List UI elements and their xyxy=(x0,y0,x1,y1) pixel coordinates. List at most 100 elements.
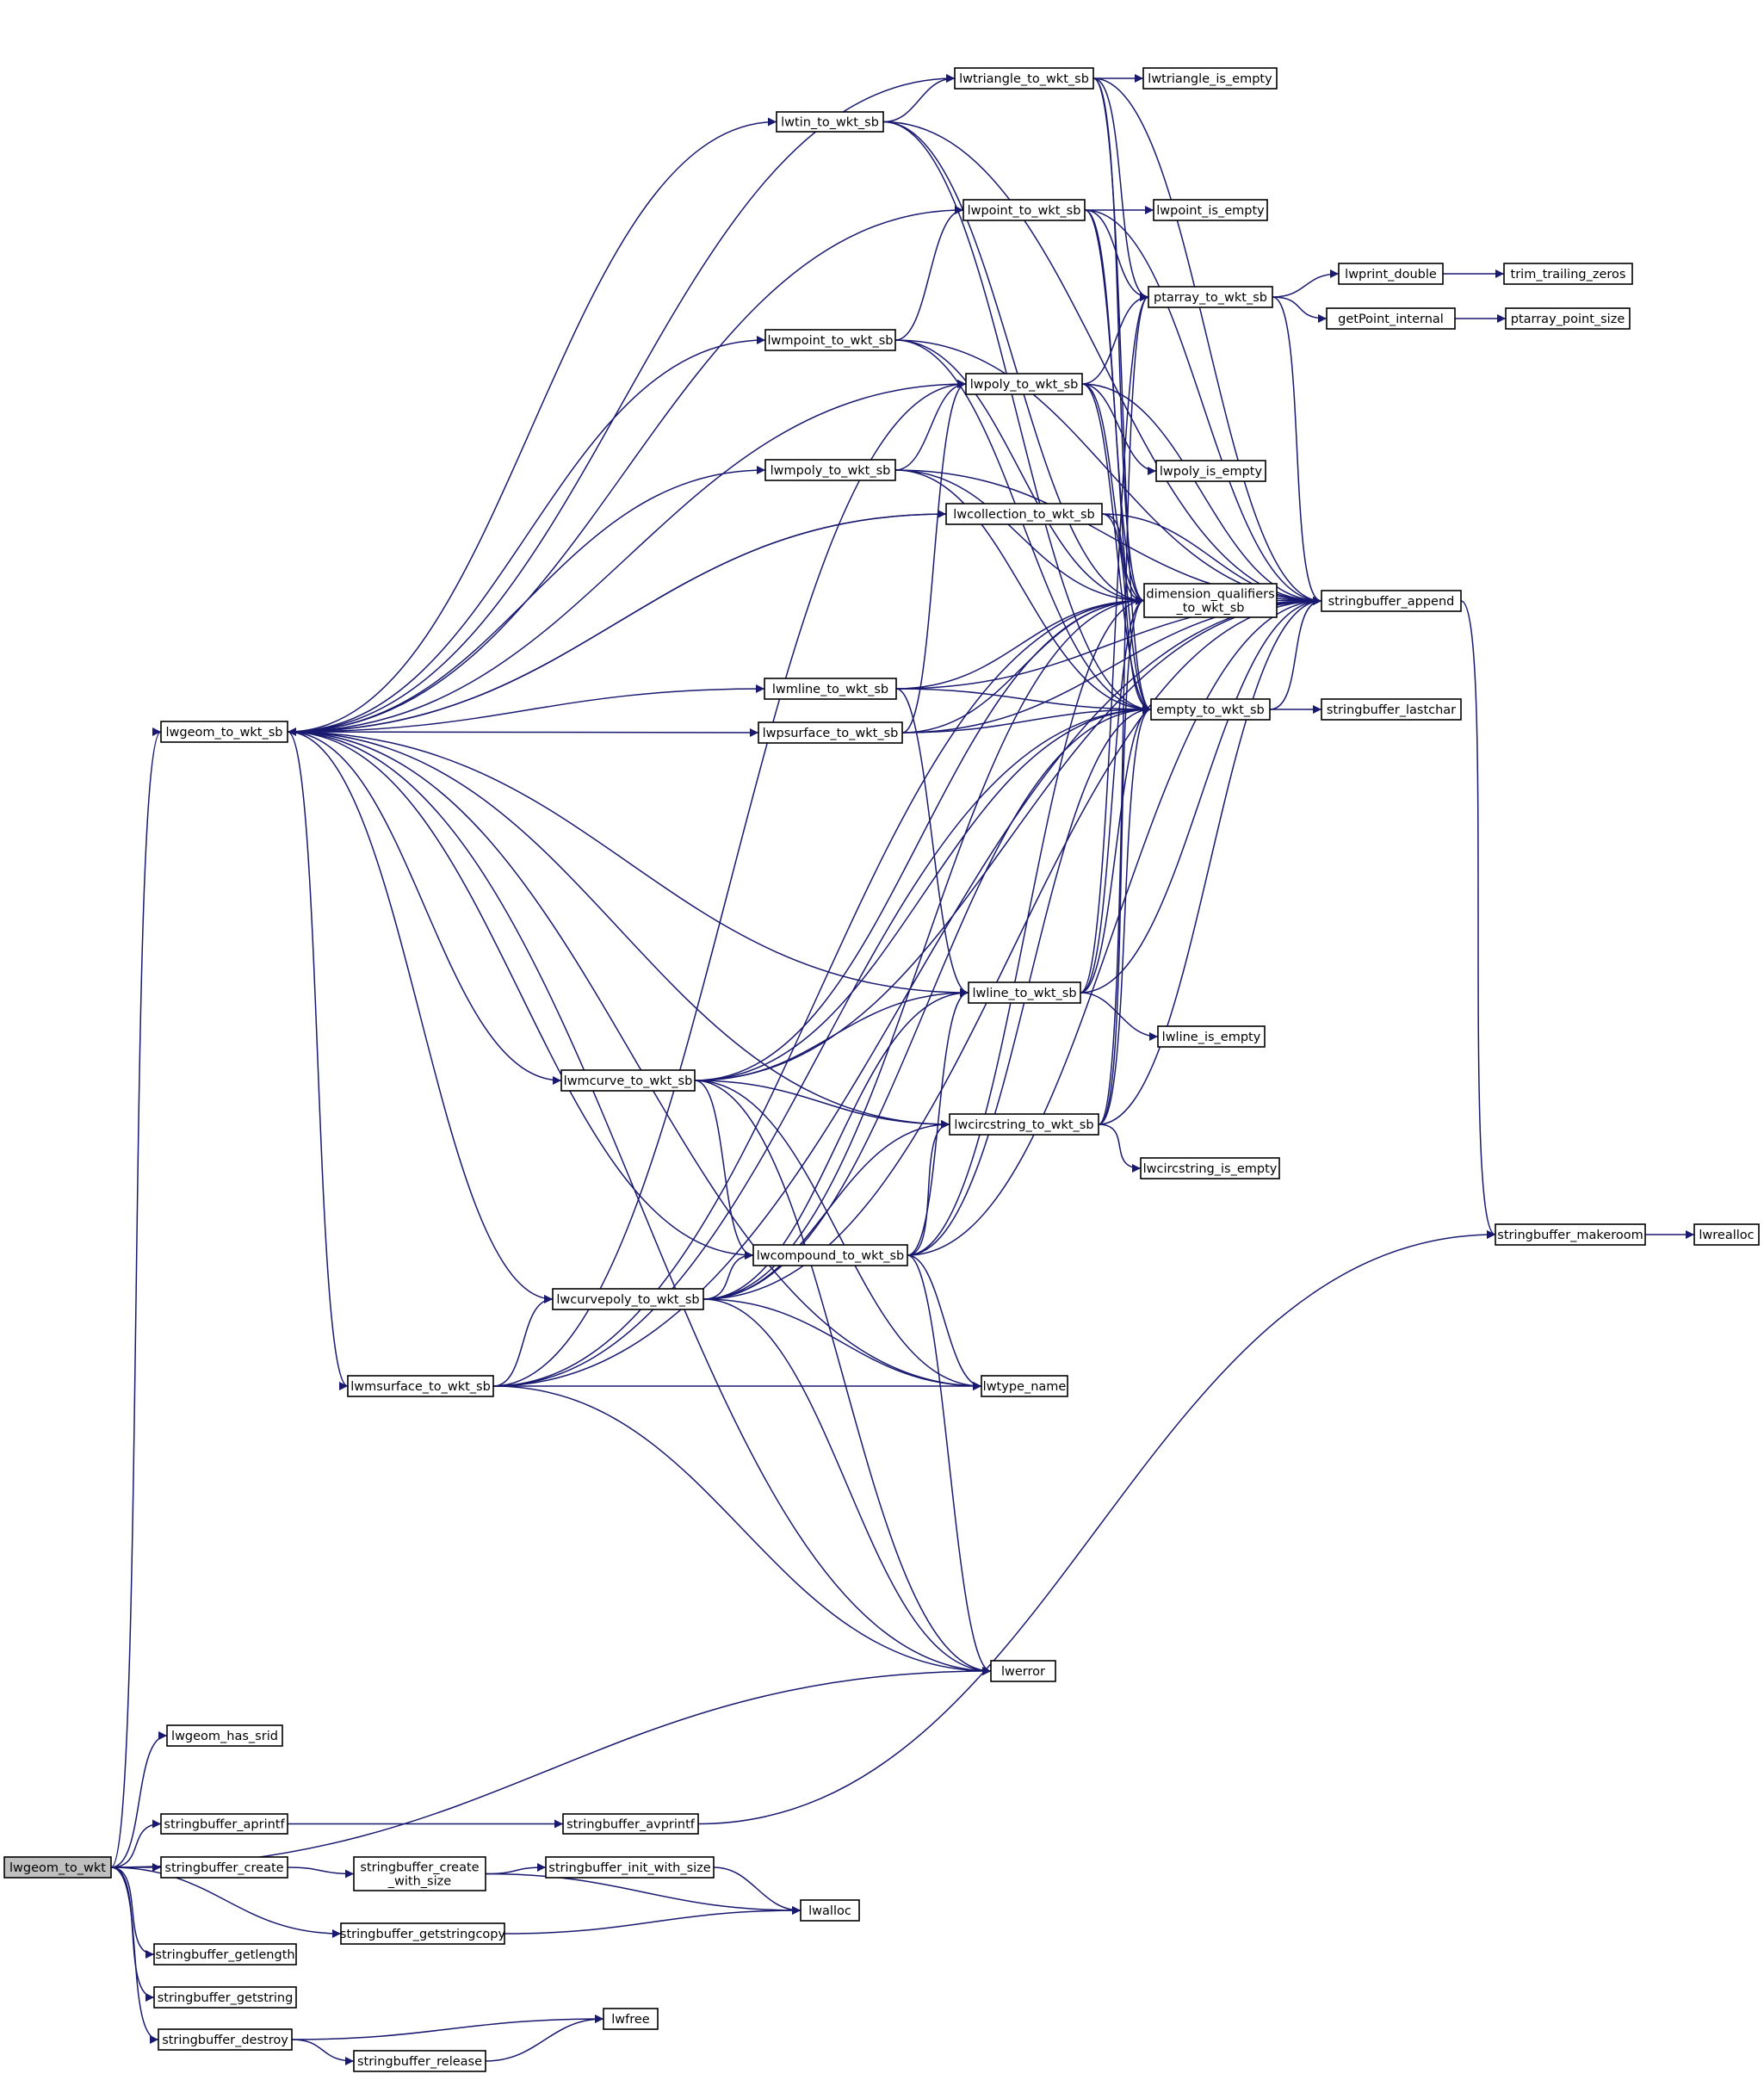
node-lwcompound-to-wkt-sb[interactable]: lwcompound_to_wkt_sb xyxy=(752,1244,908,1266)
node-lwmpoly-to-wkt-sb[interactable]: lwmpoly_to_wkt_sb xyxy=(764,459,896,481)
node-lwmline-to-wkt-sb[interactable]: lwmline_to_wkt_sb xyxy=(764,678,897,700)
node-stringbuffer-lastchar[interactable]: stringbuffer_lastchar xyxy=(1321,698,1462,721)
node-label: lwalloc xyxy=(808,1904,851,1918)
edge-lwmcurve_to_wkt_sb-to-lwtype_name xyxy=(694,1080,982,1390)
node-box xyxy=(776,111,884,133)
edge-lwgeom_to_wkt-to-stringbuffer_getlength xyxy=(110,1866,155,1959)
node-lwgeom-to-wkt[interactable]: lwgeom_to_wkt xyxy=(3,1856,112,1879)
node-box xyxy=(1148,286,1273,308)
edge-lwmpoly_to_wkt_sb-to-stringbuffer_append xyxy=(894,469,1322,605)
node-lwalloc[interactable]: lwalloc xyxy=(800,1899,860,1922)
edge-lwcurvepoly_to_wkt_sb-to-lwline_to_wkt_sb xyxy=(703,988,969,1300)
node-label: stringbuffer_getstring xyxy=(158,1991,294,2005)
node-label: lwpoint_is_empty xyxy=(1156,204,1265,218)
edge-lwcurvepoly_to_wkt_sb-to-lwtype_name xyxy=(703,1298,982,1390)
node-label: lwpoly_to_wkt_sb xyxy=(970,378,1079,392)
node-lwline-is-empty[interactable]: lwline_is_empty xyxy=(1157,1025,1266,1048)
node-label: stringbuffer_append xyxy=(1328,595,1455,609)
node-lwcurvepoly-to-wkt-sb[interactable]: lwcurvepoly_to_wkt_sb xyxy=(552,1288,704,1310)
node-dimension-qualifiers-to-wkt-sb[interactable]: dimension_qualifiers_to_wkt_sb xyxy=(1143,583,1278,618)
edge-lwmcurve_to_wkt_sb-to-lwcompound_to_wkt_sb xyxy=(694,1080,754,1260)
node-lwrealloc[interactable]: lwrealloc xyxy=(1693,1223,1760,1246)
node-label: stringbuffer_makeroom xyxy=(1497,1229,1643,1242)
node-lwpsurface-to-wkt-sb[interactable]: lwpsurface_to_wkt_sb xyxy=(758,721,903,744)
edge-lwtriangle_to_wkt_sb-to-stringbuffer_append xyxy=(1092,77,1322,605)
node-box xyxy=(160,721,288,743)
node-getPoint-internal[interactable]: getPoint_internal xyxy=(1326,307,1456,330)
node-lwgeom-to-wkt-sb[interactable]: lwgeom_to_wkt_sb xyxy=(160,721,288,743)
node-box xyxy=(158,2028,293,2051)
node-stringbuffer-destroy[interactable]: stringbuffer_destroy xyxy=(158,2028,293,2051)
node-stringbuffer-getstringcopy[interactable]: stringbuffer_getstringcopy xyxy=(340,1922,506,1945)
edge-stringbuffer_create_with_size-to-stringbuffer_init_with_size xyxy=(485,1863,547,1875)
node-label: ptarray_point_size xyxy=(1511,313,1625,326)
node-empty-to-wkt-sb[interactable]: empty_to_wkt_sb xyxy=(1150,698,1271,721)
edge-lwgeom_to_wkt_sb-to-lwcompound_to_wkt_sb xyxy=(287,731,754,1260)
node-lwgeom-has-srid[interactable]: lwgeom_has_srid xyxy=(166,1724,283,1747)
node-lwtriangle-is-empty[interactable]: lwtriangle_is_empty xyxy=(1142,67,1278,90)
node-label: lwpoly_is_empty xyxy=(1160,465,1263,479)
node-lwerror[interactable]: lwerror xyxy=(990,1660,1056,1682)
node-ptarray-point-size[interactable]: ptarray_point_size xyxy=(1505,307,1631,330)
node-label: dimension_qualifiers xyxy=(1146,588,1274,602)
node-stringbuffer-init-with-size[interactable]: stringbuffer_init_with_size xyxy=(545,1856,715,1879)
node-box xyxy=(1338,263,1444,285)
node-stringbuffer-aprintf[interactable]: stringbuffer_aprintf xyxy=(160,1813,288,1835)
node-lwtin-to-wkt-sb[interactable]: lwtin_to_wkt_sb xyxy=(776,111,884,133)
edge-lwtin_to_wkt_sb-to-stringbuffer_append xyxy=(882,121,1322,605)
edge-lwcompound_to_wkt_sb-to-lwtype_name xyxy=(907,1254,982,1390)
edge-lwmpoint_to_wkt_sb-to-dimension_qualifiers_to_wkt_sb xyxy=(894,339,1145,605)
node-box xyxy=(1142,67,1278,90)
node-lwfree[interactable]: lwfree xyxy=(603,2008,659,2030)
node-lwline-to-wkt-sb[interactable]: lwline_to_wkt_sb xyxy=(968,981,1081,1004)
node-lwtriangle-to-wkt-sb[interactable]: lwtriangle_to_wkt_sb xyxy=(954,67,1094,90)
node-box xyxy=(1143,583,1278,618)
node-stringbuffer-avprintf[interactable]: stringbuffer_avprintf xyxy=(562,1813,699,1835)
node-label: lwmsurface_to_wkt_sb xyxy=(350,1380,491,1394)
node-box xyxy=(954,67,1094,90)
node-lwpoint-to-wkt-sb[interactable]: lwpoint_to_wkt_sb xyxy=(962,199,1086,221)
node-label: _to_wkt_sb xyxy=(1175,602,1244,616)
edge-ptarray_to_wkt_sb-to-getPoint_internal xyxy=(1272,296,1328,323)
edge-lwgeom_to_wkt_sb-to-lwpoint_to_wkt_sb xyxy=(287,206,964,733)
node-lwcircstring-is-empty[interactable]: lwcircstring_is_empty xyxy=(1140,1157,1280,1179)
node-lwmsurface-to-wkt-sb[interactable]: lwmsurface_to_wkt_sb xyxy=(347,1375,494,1397)
edge-lwmsurface_to_wkt_sb-to-stringbuffer_append xyxy=(492,597,1322,1387)
edge-stringbuffer_create_with_size-to-lwalloc xyxy=(485,1873,802,1915)
node-stringbuffer-create-with-size[interactable]: stringbuffer_create_with_size xyxy=(353,1856,486,1891)
node-ptarray-to-wkt-sb[interactable]: ptarray_to_wkt_sb xyxy=(1148,286,1273,308)
edge-lwcircstring_to_wkt_sb-to-empty_to_wkt_sb xyxy=(1098,705,1152,1125)
node-lwcollection-to-wkt-sb[interactable]: lwcollection_to_wkt_sb xyxy=(945,503,1103,525)
node-lwmcurve-to-wkt-sb[interactable]: lwmcurve_to_wkt_sb xyxy=(560,1069,696,1092)
node-label: stringbuffer_aprintf xyxy=(164,1818,285,1832)
node-label: lwcircstring_to_wkt_sb xyxy=(954,1118,1093,1132)
edge-ptarray_to_wkt_sb-to-lwprint_double xyxy=(1272,269,1340,298)
node-stringbuffer-makeroom[interactable]: stringbuffer_makeroom xyxy=(1495,1223,1646,1246)
node-lwtype-name[interactable]: lwtype_name xyxy=(981,1375,1068,1397)
node-lwmpoint-to-wkt-sb[interactable]: lwmpoint_to_wkt_sb xyxy=(764,329,896,351)
edge-lwgeom_to_wkt-to-lwgeom_has_srid xyxy=(110,1731,168,1868)
node-stringbuffer-append[interactable]: stringbuffer_append xyxy=(1321,590,1462,612)
node-stringbuffer-release[interactable]: stringbuffer_release xyxy=(353,2050,486,2072)
node-box xyxy=(160,1856,288,1879)
edge-lwmcurve_to_wkt_sb-to-lwerror xyxy=(694,1080,992,1675)
node-stringbuffer-create[interactable]: stringbuffer_create xyxy=(160,1856,288,1879)
node-stringbuffer-getlength[interactable]: stringbuffer_getlength xyxy=(153,1943,297,1965)
node-label: lwmcurve_to_wkt_sb xyxy=(564,1074,693,1088)
node-lwprint-double[interactable]: lwprint_double xyxy=(1338,263,1444,285)
node-lwpoly-is-empty[interactable]: lwpoly_is_empty xyxy=(1155,460,1266,482)
node-lwpoly-to-wkt-sb[interactable]: lwpoly_to_wkt_sb xyxy=(965,373,1083,395)
edge-lwpoly_to_wkt_sb-to-lwpoly_is_empty xyxy=(1081,383,1157,475)
node-trim-trailing-zeros[interactable]: trim_trailing_zeros xyxy=(1503,263,1633,285)
node-box xyxy=(990,1660,1056,1682)
edge-lwcurvepoly_to_wkt_sb-to-lwerror xyxy=(703,1298,992,1675)
node-lwpoint-is-empty[interactable]: lwpoint_is_empty xyxy=(1153,199,1268,221)
node-label: lwprint_double xyxy=(1345,268,1437,282)
edge-lwgeom_to_wkt_sb-to-lwline_to_wkt_sb xyxy=(287,731,969,997)
node-label: getPoint_internal xyxy=(1338,313,1444,326)
edge-lwline_to_wkt_sb-to-dimension_qualifiers_to_wkt_sb xyxy=(1080,596,1145,994)
node-stringbuffer-getstring[interactable]: stringbuffer_getstring xyxy=(153,1986,297,2009)
node-label: lwmline_to_wkt_sb xyxy=(772,683,888,696)
node-lwcircstring-to-wkt-sb[interactable]: lwcircstring_to_wkt_sb xyxy=(949,1113,1099,1136)
node-label: lwline_is_empty xyxy=(1162,1031,1261,1044)
